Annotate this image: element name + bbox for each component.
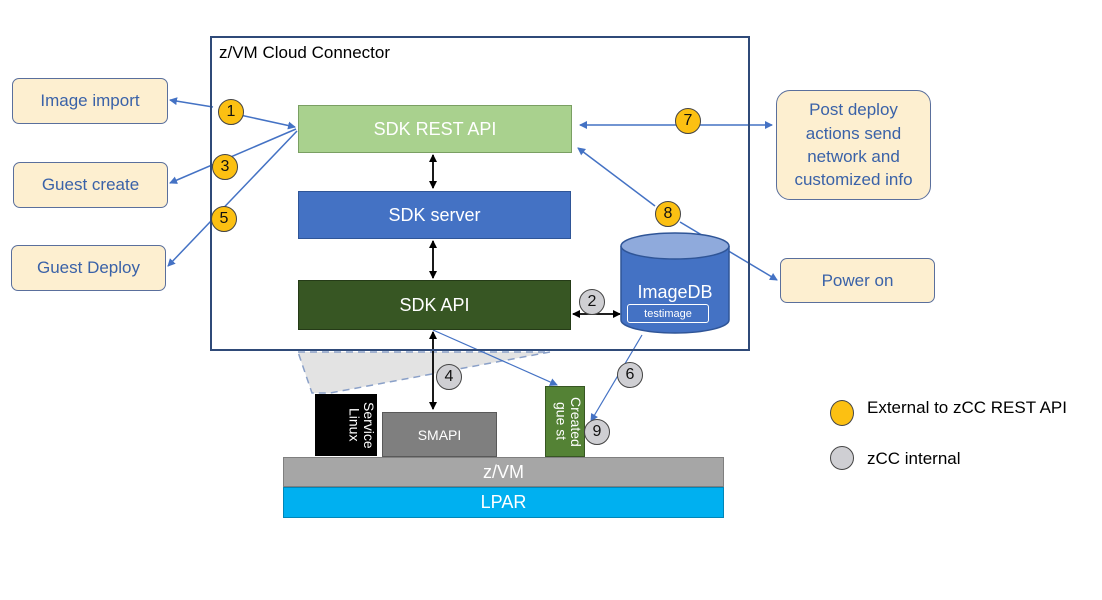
badge-1: 1 — [218, 99, 244, 125]
legend-internal-label: zCC internal — [867, 449, 961, 468]
arrow-api-guest — [432, 329, 558, 386]
service-linux-block: Service Linux — [315, 394, 377, 456]
created-guest-block: Created gue st — [545, 386, 585, 457]
lpar-bar: LPAR — [283, 487, 724, 518]
created-guest-label: Created gue st — [553, 396, 584, 447]
zoom-wedge — [296, 351, 551, 394]
zcc-title: z/VM Cloud Connector — [219, 43, 391, 62]
sdk-server-block: SDK server — [298, 191, 571, 239]
arrow-8a — [577, 147, 656, 207]
badge-9: 9 — [584, 419, 610, 445]
badge-7: 7 — [675, 108, 701, 134]
badge-6: 6 — [617, 362, 643, 388]
power-on-box: Power on — [780, 258, 935, 303]
legend-external-label: External to zCC REST API — [867, 398, 1067, 417]
badge-3: 3 — [212, 154, 238, 180]
service-linux-label: Service Linux — [346, 401, 377, 449]
badge-8: 8 — [655, 201, 681, 227]
smapi-block: SMAPI — [382, 412, 497, 457]
arrow-1b — [239, 114, 296, 130]
badge-5: 5 — [211, 206, 237, 232]
sdk-rest-api-block: SDK REST API — [298, 105, 572, 153]
badge-2: 2 — [579, 289, 605, 315]
arrow-5 — [167, 130, 298, 267]
legend: External to zCC REST API zCC internal — [830, 394, 1090, 474]
guest-deploy-box: Guest Deploy — [11, 245, 166, 291]
sdk-api-block: SDK API — [298, 280, 571, 330]
legend-internal-dot — [830, 446, 854, 470]
testimage-tag: testimage — [627, 304, 709, 323]
imagedb-cylinder: ImageDB testimage — [620, 232, 730, 334]
guest-create-box: Guest create — [13, 162, 168, 208]
legend-external-dot — [830, 400, 854, 426]
image-import-box: Image import — [12, 78, 168, 124]
badge-4: 4 — [436, 364, 462, 390]
post-deploy-box: Post deploy actions send network and cus… — [776, 90, 931, 200]
zcc-main-box — [210, 36, 750, 351]
zvm-bar: z/VM — [283, 457, 724, 487]
imagedb-label: ImageDB — [637, 282, 713, 302]
arrow-1 — [169, 97, 214, 108]
